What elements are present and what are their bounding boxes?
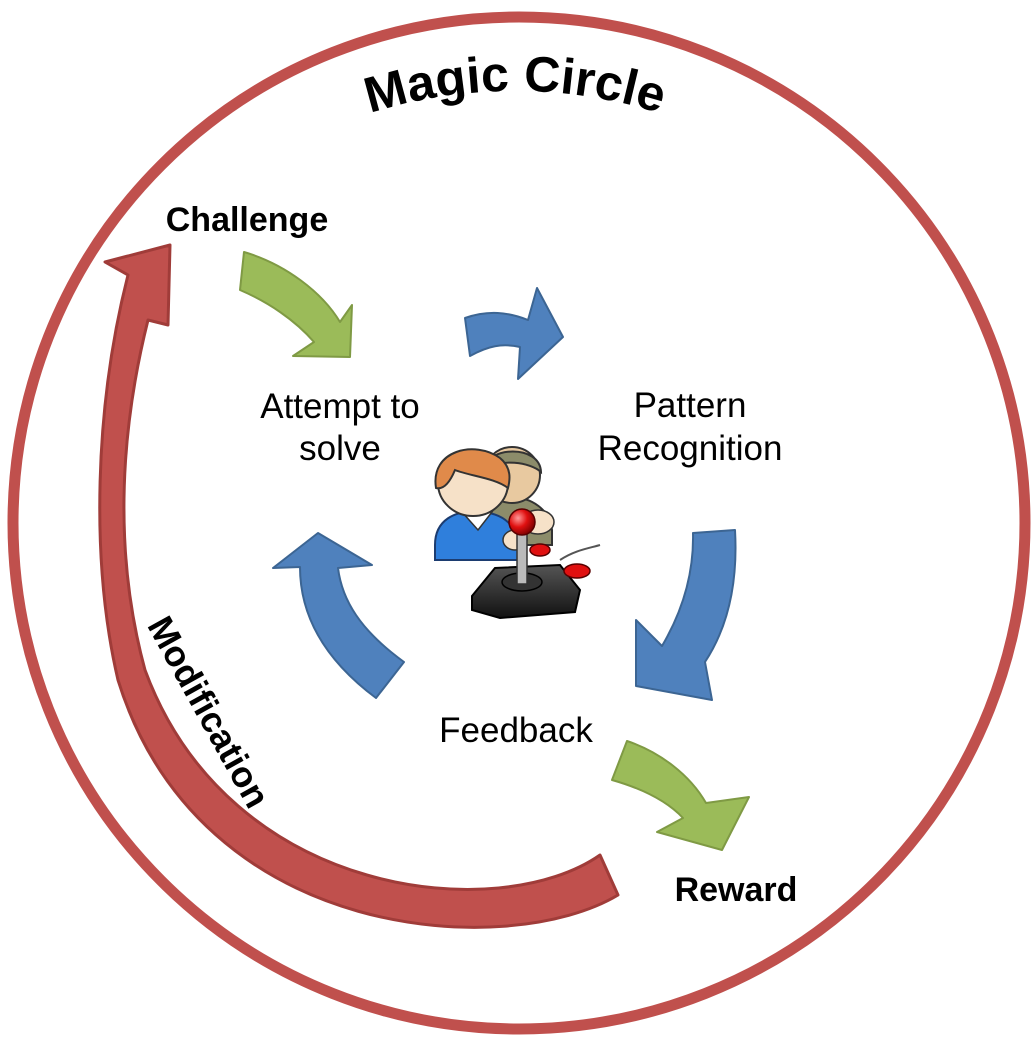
magic-circle-ring (7, 11, 1031, 1035)
green-arrow-feedback-to-reward (611, 740, 750, 851)
players-with-joystick-icon (434, 446, 601, 620)
blue-arrow-attempt-to-pattern (464, 287, 564, 380)
attempt-label-line2: solve (299, 429, 381, 468)
blue-arrow-pattern-to-feedback (635, 529, 737, 701)
challenge-label: Challenge (166, 201, 328, 239)
pattern-label-line1: Pattern (634, 386, 747, 425)
modification-arrow (98, 243, 620, 929)
blue-arrow-feedback-to-attempt (272, 532, 405, 699)
reward-label: Reward (675, 871, 798, 909)
feedback-label: Feedback (439, 711, 593, 750)
green-arrow-challenge-to-attempt (239, 251, 353, 358)
attempt-label-line1: Attempt to (260, 387, 420, 426)
pattern-label-line2: Recognition (598, 429, 783, 468)
diagram-title: Magic Circle (358, 46, 672, 124)
